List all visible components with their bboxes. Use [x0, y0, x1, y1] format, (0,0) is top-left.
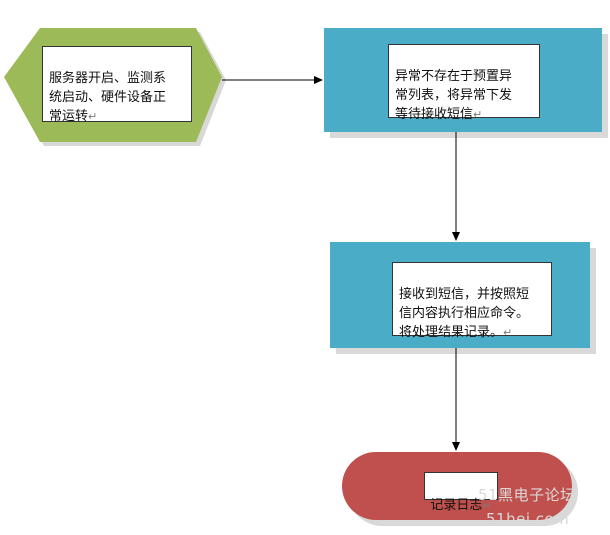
execute-label: 接收到短信，并按照短 信内容执行相应命令。 将处理结果记录。 [399, 287, 530, 340]
watermark-line-1: 51黑电子论坛 [478, 486, 576, 504]
alert-label-box: 异常不存在于预置异 常列表，将异常下发 等待接收短信↵ [388, 44, 540, 122]
paragraph-mark-icon: ↵ [482, 499, 492, 512]
watermark-line-2: 51hei.com [486, 510, 570, 528]
log-label-box: 记录日志↵ [424, 472, 498, 513]
paragraph-mark-icon: ↵ [88, 110, 98, 123]
start-label: 服务器开启、监测系 统启动、硬件设备正 常运转 [49, 71, 167, 124]
log-label: 记录日志 [430, 498, 483, 513]
alert-label: 异常不存在于预置异 常列表，将异常下发 等待接收短信 [395, 69, 513, 122]
start-label-box: 服务器开启、监测系 统启动、硬件设备正 常运转↵ [42, 46, 192, 124]
paragraph-mark-icon: ↵ [503, 326, 513, 339]
paragraph-mark-icon: ↵ [473, 108, 483, 121]
execute-label-box: 接收到短信，并按照短 信内容执行相应命令。 将处理结果记录。↵ [392, 262, 552, 340]
